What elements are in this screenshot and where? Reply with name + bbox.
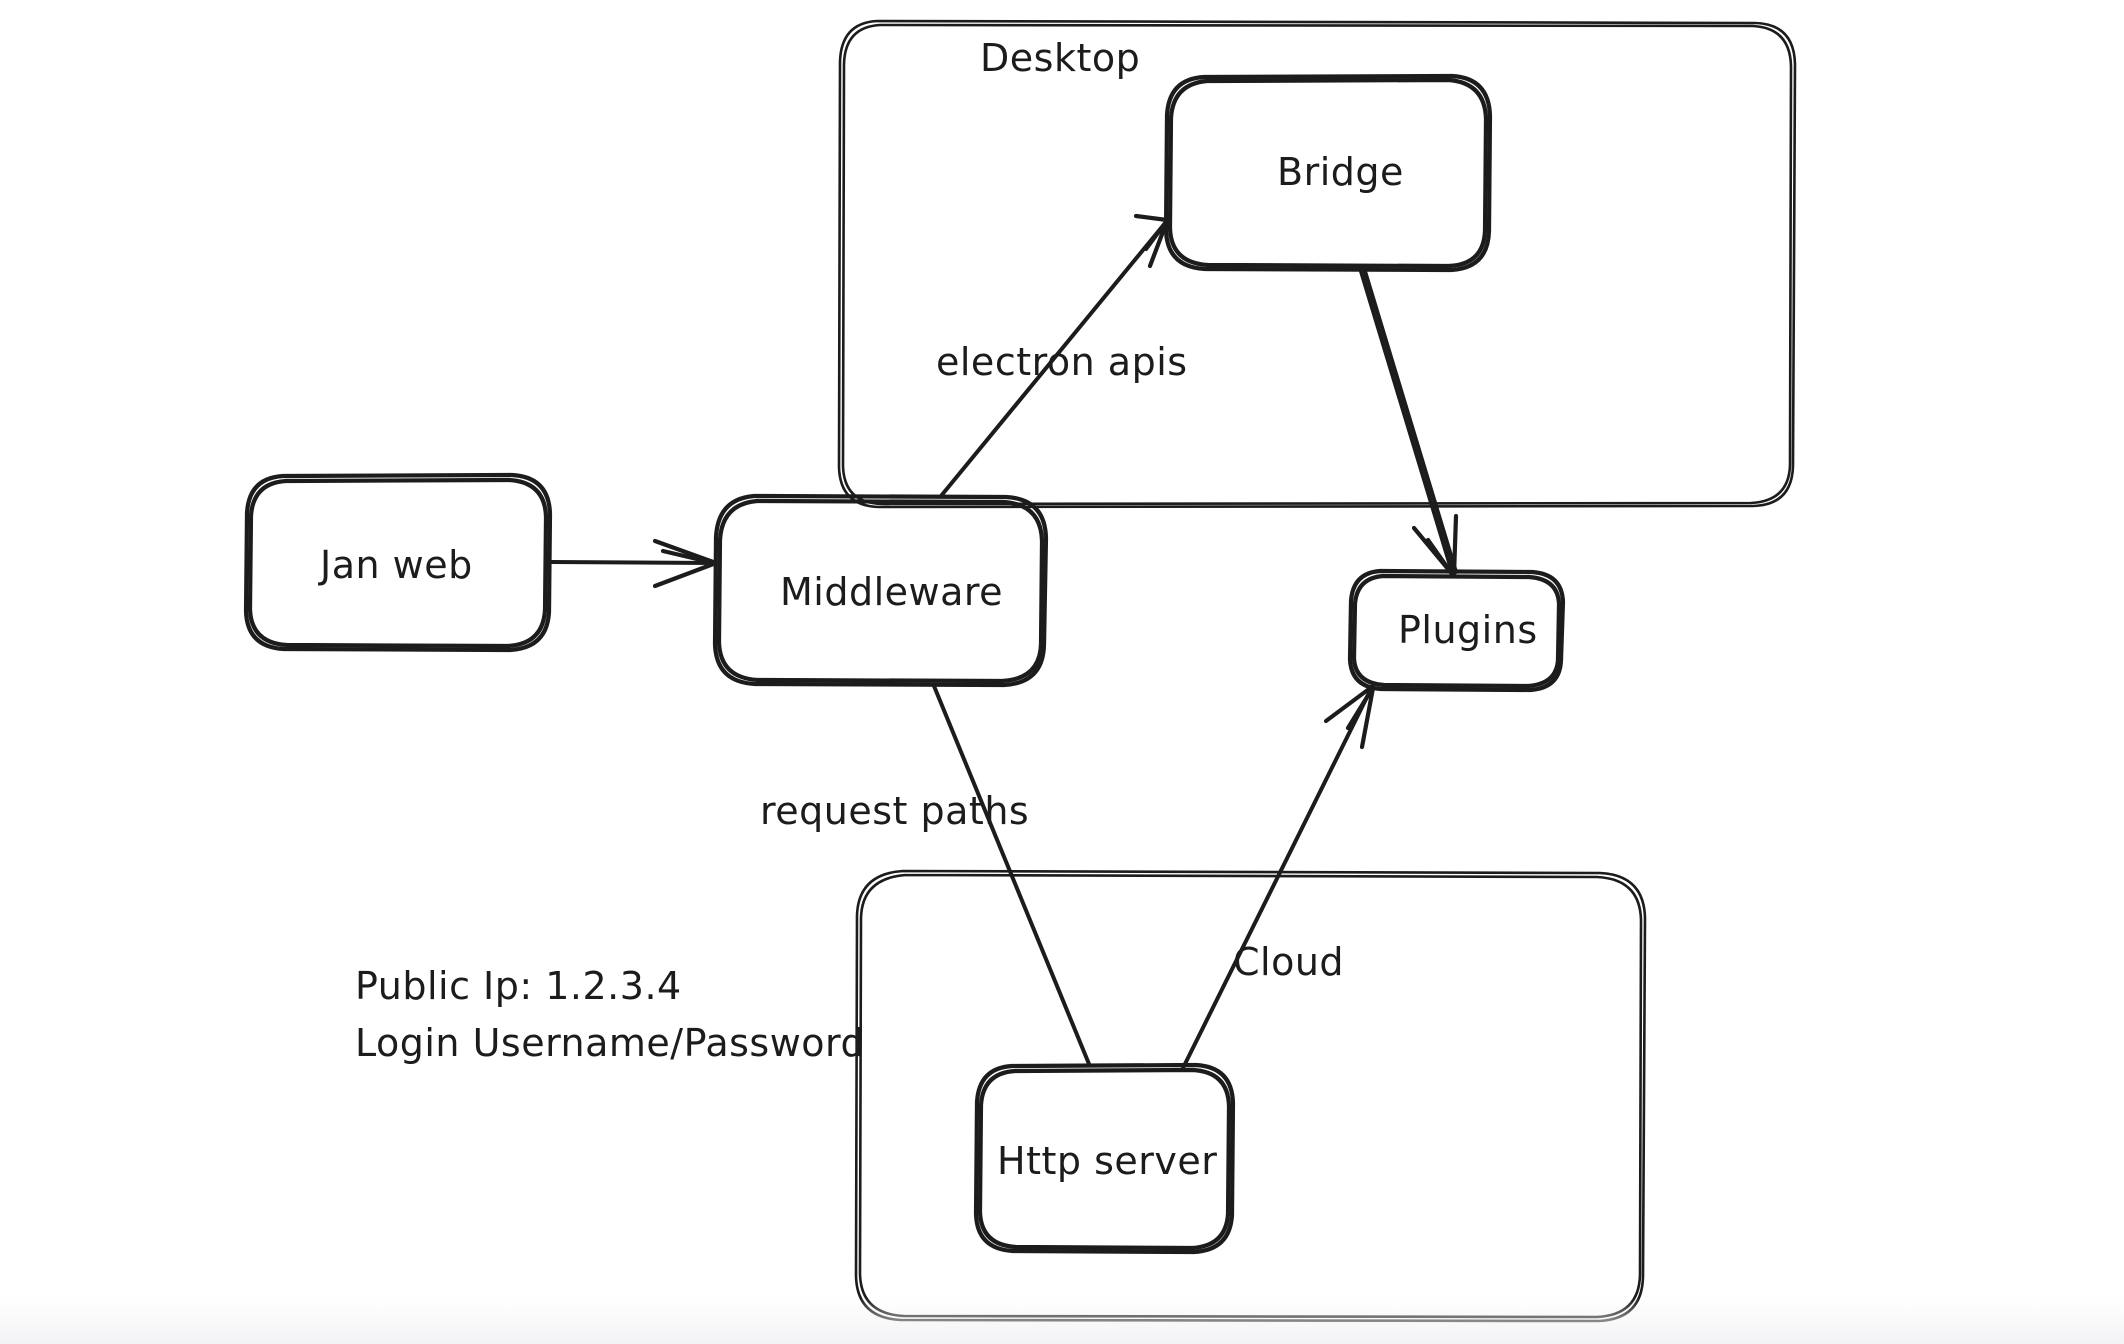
note-public-ip: Public Ip: 1.2.3.4: [355, 964, 682, 1008]
group-label-desktop: Desktop: [980, 36, 1141, 80]
edge-http-server-to-plugins: [1181, 683, 1376, 1070]
edge-middleware-to-http-server: [932, 684, 1091, 1066]
edge-label-request-paths: request paths: [760, 789, 1030, 833]
node-jan-web-border[interactable]: [243, 472, 553, 653]
edge-middleware-to-bridge: [939, 213, 1170, 498]
node-label-http-server: Http server: [997, 1139, 1218, 1183]
edge-label-electron-apis: electron apis: [936, 340, 1188, 384]
node-label-plugins: Plugins: [1398, 608, 1538, 652]
edge-bridge-to-plugins: [1358, 266, 1459, 578]
node-label-bridge: Bridge: [1277, 150, 1404, 194]
node-http-server-border[interactable]: [973, 1062, 1236, 1255]
group-cloud-border: [854, 869, 1647, 1323]
node-label-middleware: Middleware: [780, 570, 1004, 614]
edge-janweb-to-middleware: [549, 538, 719, 589]
edge-label-cloud: Cloud: [1233, 940, 1345, 984]
group-desktop-border: [837, 19, 1797, 509]
note-login-credentials: Login Username/Password: [355, 1021, 866, 1065]
node-label-jan-web: Jan web: [320, 543, 473, 587]
node-bridge-border[interactable]: [1163, 73, 1493, 273]
node-middleware-border[interactable]: [712, 493, 1049, 688]
node-plugins-border[interactable]: [1347, 568, 1566, 693]
